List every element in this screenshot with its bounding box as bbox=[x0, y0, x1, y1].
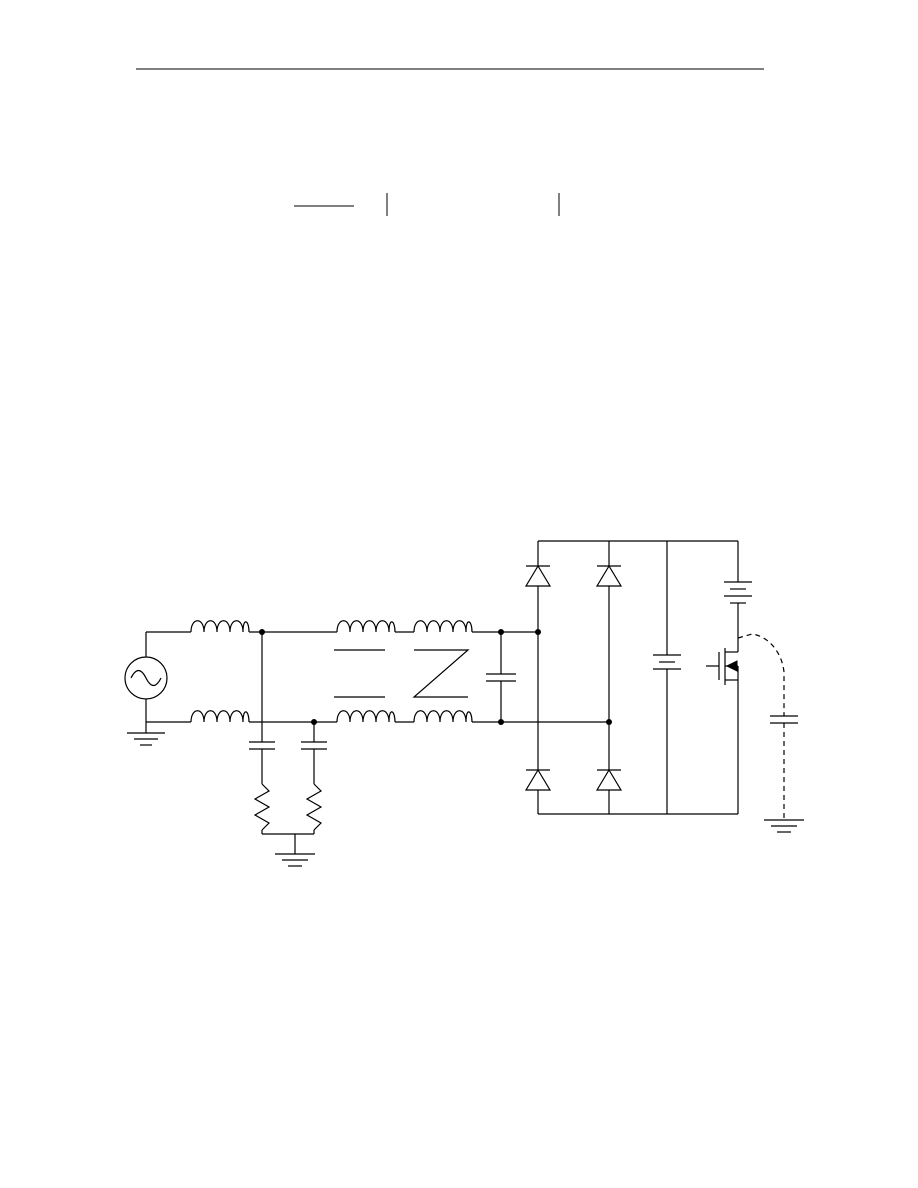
inductor-l4 bbox=[336, 710, 396, 723]
diode-d1 bbox=[524, 564, 552, 587]
capacitor-cy2 bbox=[301, 741, 327, 750]
capacitor-cy1 bbox=[249, 741, 275, 750]
capacitor-cx bbox=[486, 673, 516, 682]
circuit-schematic bbox=[124, 540, 804, 867]
ground-symbol-heatsink bbox=[764, 819, 804, 833]
impedance-z-symbol bbox=[412, 649, 470, 698]
inductor-l1 bbox=[190, 620, 250, 633]
resistor-r2 bbox=[305, 783, 323, 831]
battery-bulk bbox=[653, 654, 681, 670]
battery-load bbox=[724, 581, 752, 604]
junction-node bbox=[535, 629, 541, 635]
capacitor-parasitic bbox=[770, 715, 798, 724]
inductor-l2 bbox=[190, 710, 250, 723]
junction-node bbox=[606, 719, 612, 725]
parasitic-coupling-path bbox=[737, 633, 785, 716]
inductor-l3 bbox=[336, 620, 396, 633]
inductor-l5 bbox=[413, 620, 473, 633]
resistor-r1 bbox=[253, 783, 271, 831]
inductor-l6 bbox=[413, 710, 473, 723]
ground-symbol-source bbox=[127, 722, 165, 746]
diode-d4 bbox=[595, 768, 623, 791]
equation-fragment bbox=[294, 193, 560, 216]
mosfet-switch bbox=[706, 648, 739, 685]
ground-symbol-filter bbox=[275, 853, 315, 867]
ac-source bbox=[124, 656, 168, 700]
diode-d2 bbox=[595, 564, 623, 587]
diode-d3 bbox=[524, 768, 552, 791]
